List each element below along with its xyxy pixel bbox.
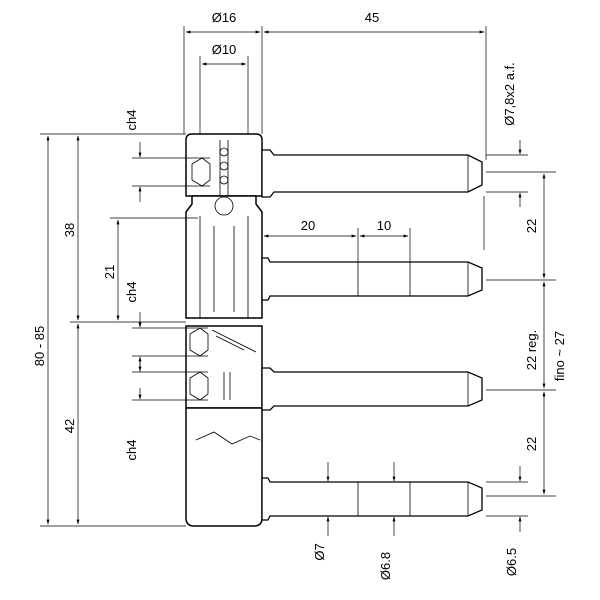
dimension-lines bbox=[40, 26, 556, 536]
dim-v38: 38 bbox=[62, 223, 77, 237]
pin-3 bbox=[261, 367, 483, 411]
dim-ch4-mid: ch4 bbox=[124, 282, 139, 303]
dim-v42: 42 bbox=[62, 419, 77, 433]
pin-2 bbox=[261, 257, 483, 301]
hinge-barrel bbox=[185, 133, 263, 527]
dim-v21: 21 bbox=[102, 265, 117, 279]
dim-ch4-top: ch4 bbox=[124, 110, 139, 131]
dim-l45: 45 bbox=[365, 10, 379, 25]
dim-d68: Ø6.8 bbox=[378, 552, 393, 580]
dim-v22-c: 22 bbox=[524, 437, 539, 451]
pin-1 bbox=[261, 149, 483, 198]
dim-d10: Ø10 bbox=[212, 42, 237, 57]
dim-d65: Ø6.5 bbox=[504, 548, 519, 576]
dim-v80-85: 80 - 85 bbox=[32, 326, 47, 366]
dim-v22-reg: 22 reg. bbox=[524, 330, 539, 370]
dim-d7: Ø7 bbox=[312, 543, 327, 560]
dim-d16: Ø16 bbox=[212, 10, 237, 25]
dim-v27-fino: fino ~ 27 bbox=[552, 331, 567, 381]
pin-4 bbox=[261, 477, 483, 521]
dim-v22-a: 22 bbox=[524, 219, 539, 233]
dim-l10: 10 bbox=[377, 218, 391, 233]
dim-l20: 20 bbox=[301, 218, 315, 233]
dim-ch4-low: ch4 bbox=[124, 440, 139, 461]
dimension-labels: Ø16 45 Ø10 20 10 Ø7,8x2 a.f. 22 22 reg. … bbox=[32, 10, 567, 580]
dim-d78-af: Ø7,8x2 a.f. bbox=[502, 62, 517, 126]
